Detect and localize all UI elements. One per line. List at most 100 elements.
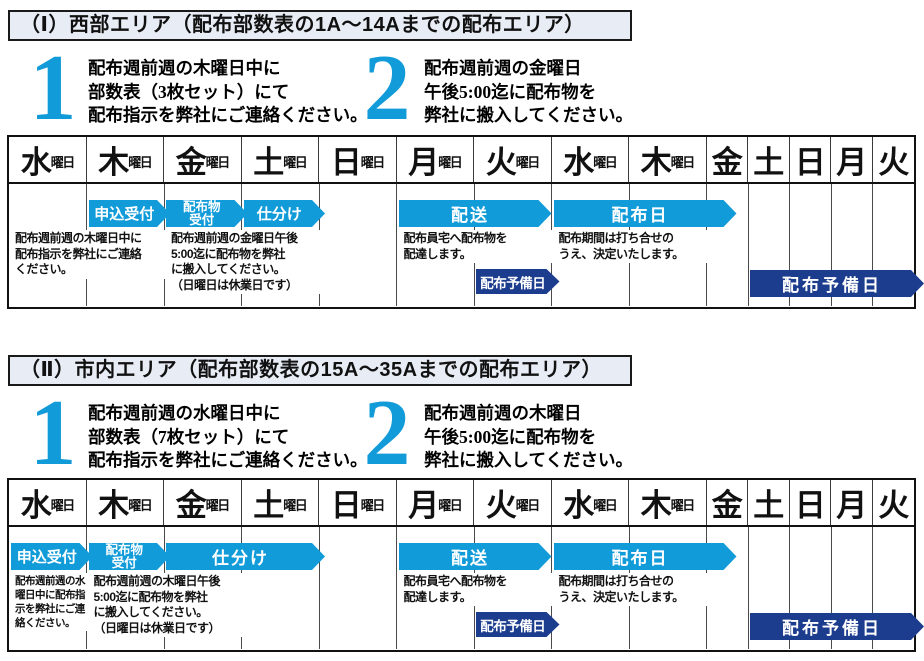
note-text: 配布期間は打ち合せの うえ、決定いたします。 <box>555 573 711 606</box>
day-header-cell: 金曜日 <box>164 137 242 182</box>
day-kanji: 水 <box>20 488 52 523</box>
timeline-arrow: 仕分け <box>166 543 325 570</box>
day-suffix: 曜日 <box>593 155 618 170</box>
day-kanji: 月 <box>836 145 867 180</box>
timeline-arrow: 配布予備日 <box>476 612 560 637</box>
section-2-title: （Ⅱ）市内エリア（配布部数表の15A～35Aまでの配布エリア） <box>8 355 632 386</box>
day-kanji: 月 <box>408 488 439 523</box>
grid-line <box>789 184 790 306</box>
day-header-cell: 土曜日 <box>242 137 319 182</box>
step-line: 配布週前週の金曜日 <box>424 58 582 78</box>
day-header-cell: 火 <box>873 137 915 182</box>
day-suffix: 曜日 <box>128 155 153 170</box>
day-suffix: 曜日 <box>283 498 308 513</box>
timeline-arrow: 配布予備日 <box>750 613 924 640</box>
step-line: 弊社に搬入してください。 <box>424 450 633 470</box>
step-line: 配布指示を弊社にご連絡ください。 <box>88 450 368 470</box>
day-header-cell: 金 <box>707 480 748 525</box>
timeline-arrow: 配布物 受付 <box>166 200 248 227</box>
day-suffix: 曜日 <box>360 155 386 170</box>
timeline-arrow: 配布日 <box>554 543 737 570</box>
day-kanji: 木 <box>98 145 129 180</box>
day-kanji: 土 <box>753 488 784 523</box>
day-header-cell: 木曜日 <box>629 137 707 182</box>
step-line: 弊社に搬入してください。 <box>424 105 633 125</box>
day-kanji: 月 <box>836 488 867 523</box>
day-suffix: 曜日 <box>515 498 541 513</box>
day-kanji: 水 <box>563 145 594 180</box>
day-header-cell: 土 <box>748 137 790 182</box>
section-1-step-1-text: 配布週前週の木曜日中に 部数表（3枚セット）にて 配布指示を弊社にご連絡ください… <box>88 57 368 128</box>
step-line: 部数表（3枚セット）にて <box>88 81 290 102</box>
step-line: 配布週前週の水曜日中に <box>88 403 281 423</box>
day-kanji: 日 <box>794 488 826 523</box>
section-2-step-2-text: 配布週前週の木曜日 午後5:00迄に配布物を 弊社に搬入してください。 <box>424 402 633 473</box>
day-header-cell: 水曜日 <box>552 480 629 525</box>
grid-line <box>789 527 790 649</box>
day-header-cell: 金 <box>707 137 748 182</box>
day-header-cell: 日曜日 <box>319 137 397 182</box>
step-line: 午後5:00迄に配布物を <box>424 81 597 102</box>
day-header-cell: 日曜日 <box>319 480 397 525</box>
day-header-cell: 木曜日 <box>87 137 164 182</box>
grid-line <box>396 527 397 649</box>
day-header-cell: 木曜日 <box>87 480 164 525</box>
day-header-cell: 水曜日 <box>9 137 87 182</box>
day-header-cell: 月 <box>831 137 873 182</box>
day-suffix: 曜日 <box>50 498 76 513</box>
grid-line <box>830 527 832 649</box>
day-kanji: 火 <box>878 488 909 523</box>
day-suffix: 曜日 <box>438 155 463 170</box>
day-header-cell: 火曜日 <box>474 137 552 182</box>
day-kanji: 日 <box>330 488 362 523</box>
day-kanji: 土 <box>753 145 784 180</box>
timeline-arrow: 申込受付 <box>89 200 171 227</box>
timeline-arrow: 配送 <box>399 200 552 227</box>
day-kanji: 金 <box>175 145 207 180</box>
section-1-step-1-number: 1 <box>29 36 77 140</box>
day-suffix: 曜日 <box>283 155 308 170</box>
day-suffix: 曜日 <box>438 498 463 513</box>
day-header-cell: 火 <box>873 480 915 525</box>
day-suffix: 曜日 <box>128 498 153 513</box>
grid-line <box>747 527 749 649</box>
day-header-cell: 月 <box>831 480 873 525</box>
day-kanji: 火 <box>485 488 517 523</box>
day-header-cell: 月曜日 <box>397 137 474 182</box>
day-suffix: 曜日 <box>515 155 541 170</box>
day-header-cell: 水曜日 <box>9 480 87 525</box>
grid-line <box>830 184 832 306</box>
step-line: 部数表（7枚セット）にて <box>88 426 290 447</box>
day-kanji: 金 <box>711 145 743 180</box>
day-kanji: 金 <box>711 488 743 523</box>
day-kanji: 水 <box>563 488 594 523</box>
note-text: 配布週前週の木曜日中に 配布指示を弊社にご連絡 ください。 <box>12 230 167 279</box>
section-2-step-1-text: 配布週前週の水曜日中に 部数表（7枚セット）にて 配布指示を弊社にご連絡ください… <box>88 402 368 473</box>
note-text: 配布週前週の水 曜日中に配布指 示を弊社にご連 絡ください。 <box>12 573 91 631</box>
note-text: 配布期間は打ち合せの うえ、決定いたします。 <box>555 230 711 263</box>
day-suffix: 曜日 <box>593 498 618 513</box>
step-line: 配布週前週の木曜日 <box>424 403 582 423</box>
timeline-arrow: 仕分け <box>244 200 326 227</box>
section-2-step-2-number: 2 <box>363 381 411 485</box>
step-line: 配布週前週の木曜日中に <box>88 58 281 78</box>
day-kanji: 火 <box>485 145 517 180</box>
day-header-cell: 日 <box>790 480 831 525</box>
day-suffix: 曜日 <box>670 498 696 513</box>
day-header-cell: 金曜日 <box>164 480 242 525</box>
schedule-table-city: 水曜日木曜日金曜日土曜日日曜日月曜日火曜日水曜日木曜日金土日月火配布週前週の水 … <box>7 478 916 652</box>
grid-line <box>396 184 397 306</box>
section-1-title: （Ⅰ）西部エリア（配布部数表の1A～14Aまでの配布エリア） <box>8 10 632 41</box>
day-suffix: 曜日 <box>360 498 386 513</box>
day-suffix: 曜日 <box>205 498 231 513</box>
section-1-step-2-number: 2 <box>363 36 411 140</box>
table-body: 配布週前週の木曜日中に 配布指示を弊社にご連絡 ください。配布週前週の金曜日午後… <box>9 184 914 306</box>
table-header-row: 水曜日木曜日金曜日土曜日日曜日月曜日火曜日水曜日木曜日金土日月火 <box>9 480 914 527</box>
day-kanji: 水 <box>20 145 52 180</box>
day-kanji: 火 <box>878 145 909 180</box>
note-text: 配布員宅へ配布物を 配達します。 <box>400 573 556 606</box>
table-body: 配布週前週の水 曜日中に配布指 示を弊社にご連 絡ください。配布週前週の木曜日午… <box>9 527 914 649</box>
day-kanji: 木 <box>98 488 129 523</box>
note-text: 配布週前週の木曜日午後 5:00迄に配布物を弊社 に搬入してください。 （日曜日… <box>90 573 254 637</box>
